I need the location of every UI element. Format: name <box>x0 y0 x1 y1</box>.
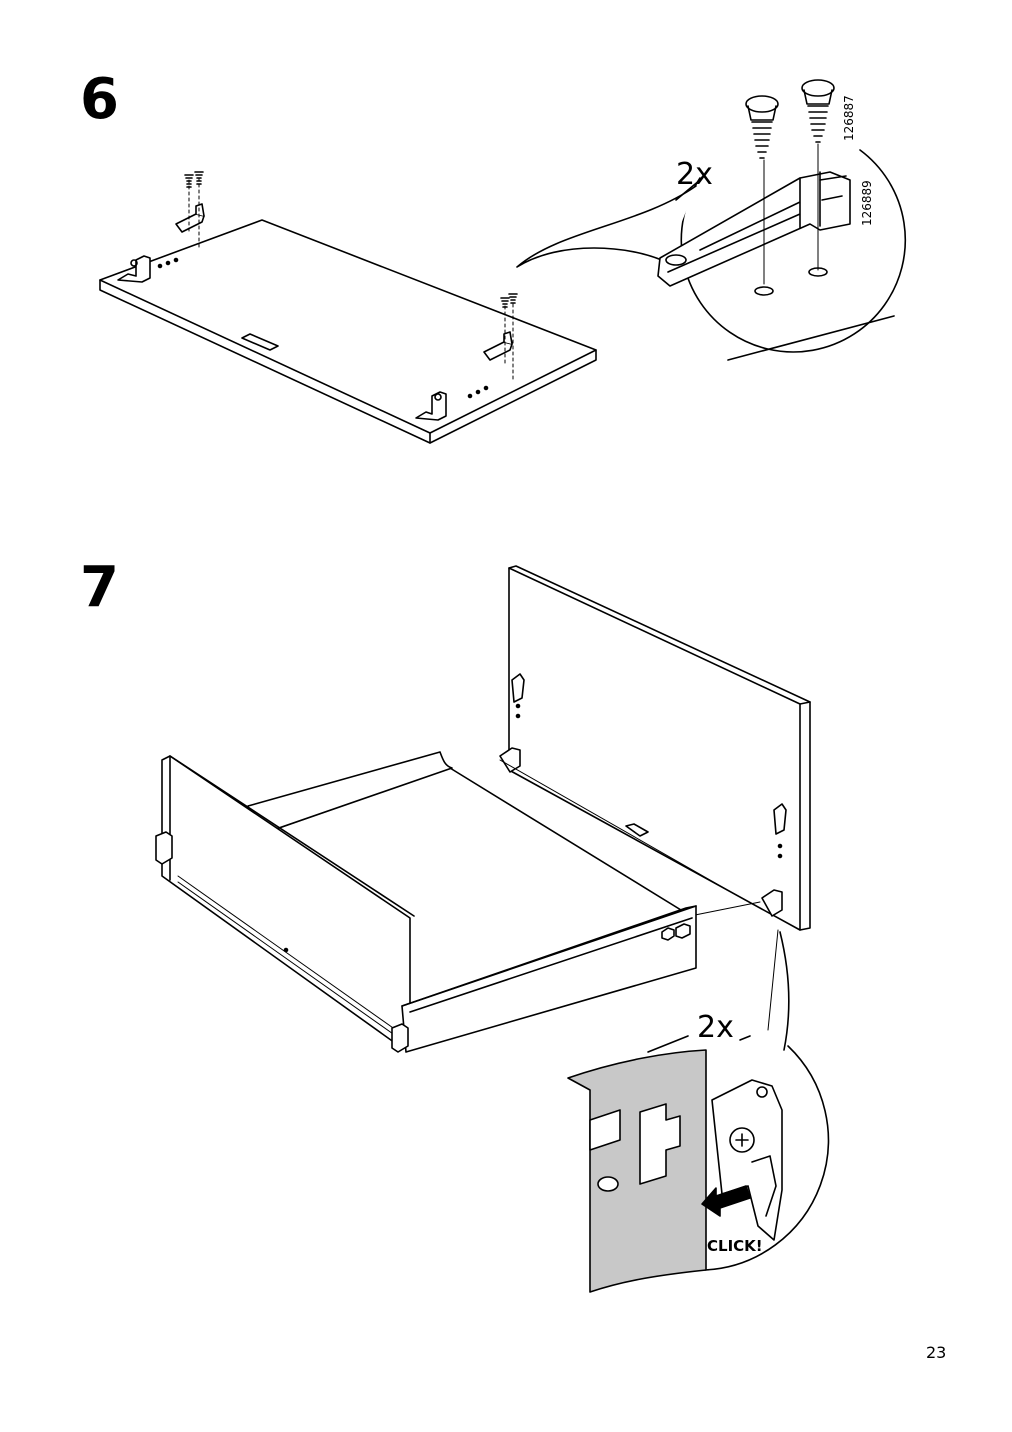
step6-quantity-label: 2x <box>676 157 713 192</box>
step7-detail-callout <box>567 929 830 1293</box>
step6-brackets <box>117 171 518 421</box>
step7-front-panel <box>499 565 811 931</box>
step6-panel-illustration <box>99 219 597 444</box>
step7-drawer-box <box>155 751 697 1053</box>
click-label: CLICK! <box>707 1237 763 1255</box>
step-number-6: 6 <box>80 67 119 132</box>
step7-quantity-label: 2x <box>697 1010 734 1045</box>
part-number-bracket: 126889 <box>860 180 874 226</box>
step-number-7: 7 <box>80 555 119 620</box>
page-number: 23 <box>926 1343 947 1362</box>
part-number-screw: 126887 <box>842 95 856 141</box>
step6-detail-callout <box>516 79 907 361</box>
